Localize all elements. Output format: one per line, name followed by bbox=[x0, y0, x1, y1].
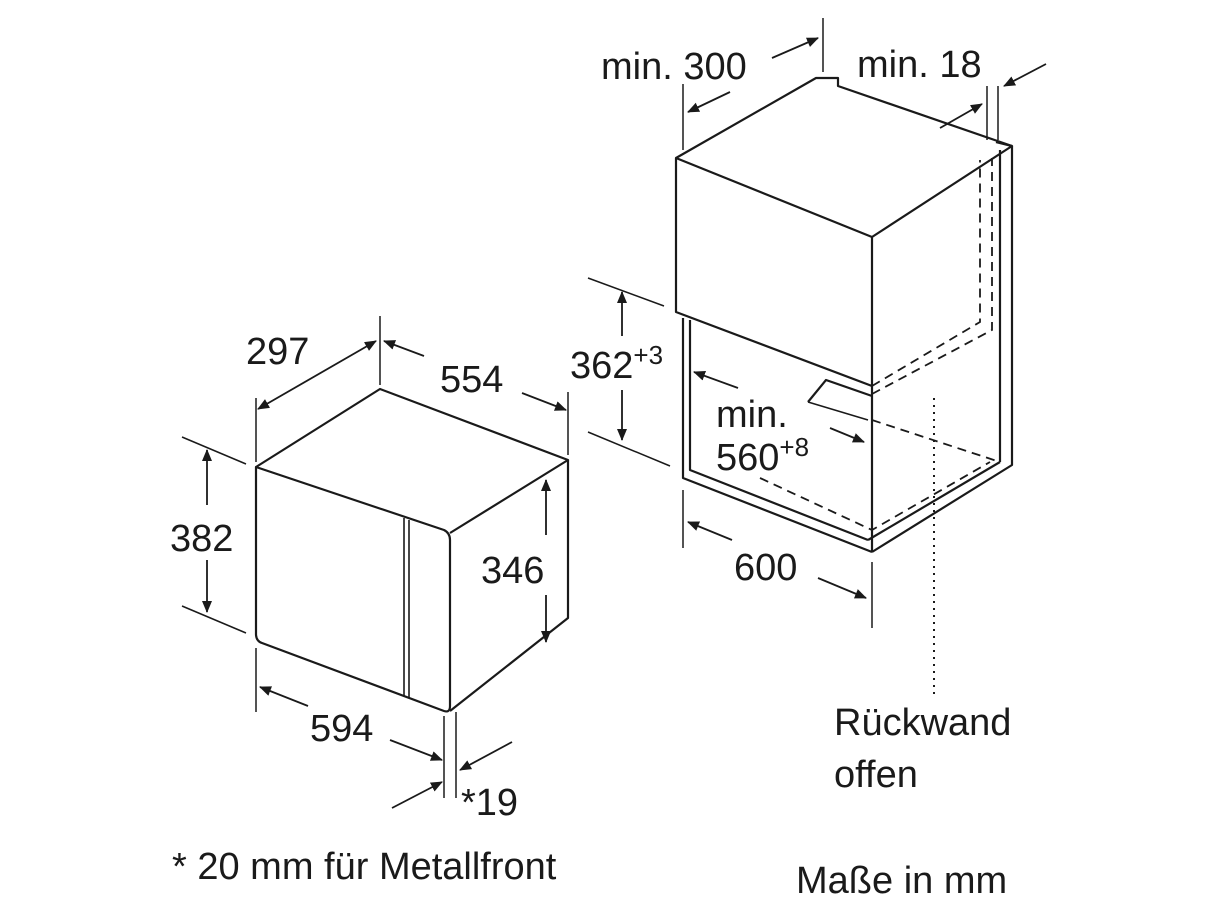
dim-554-a bbox=[383, 340, 425, 357]
footnote-metal-front: * 20 mm für Metallfront bbox=[172, 846, 557, 888]
dim-min300-b bbox=[687, 91, 731, 113]
label-side-clearance: min. 18 bbox=[857, 44, 982, 86]
appliance-top bbox=[255, 387, 570, 534]
dim-min300-a bbox=[771, 37, 819, 59]
label-width-554: 554 bbox=[440, 359, 503, 401]
appliance-side bbox=[449, 460, 570, 712]
label-depth-297: 297 bbox=[246, 331, 309, 373]
dim-600-b bbox=[817, 577, 867, 599]
cabinet-extension-lines bbox=[587, 18, 999, 628]
dim-594-b bbox=[389, 739, 443, 761]
upper-cabinet-top bbox=[675, 76, 1014, 238]
niche-left-inner bbox=[688, 320, 869, 542]
label-height-382: 382 bbox=[170, 518, 233, 560]
label-rear-wall-line1: Rückwand bbox=[834, 702, 1011, 744]
dim-600-a bbox=[687, 521, 733, 541]
label-opening-width: 560+8 bbox=[716, 432, 809, 479]
dim-560-b bbox=[829, 427, 865, 443]
cabinet-back-strip bbox=[995, 140, 1013, 148]
appliance-front bbox=[254, 465, 452, 713]
niche-cutout-edge bbox=[807, 401, 869, 421]
hidden-floor bbox=[871, 419, 1001, 463]
cabinet-dimension-lines bbox=[617, 37, 1047, 599]
label-cabinet-width: 600 bbox=[734, 547, 797, 589]
dim-19-b bbox=[459, 741, 513, 771]
cabinet-labels: min. 300 min. 18 362+3 min. 560+8 600 Rü… bbox=[570, 44, 1011, 796]
label-offset-19: *19 bbox=[461, 782, 518, 824]
dim-554-b bbox=[521, 392, 567, 411]
dim-560-a bbox=[693, 371, 739, 389]
footnotes: * 20 mm für Metallfront Maße in mm bbox=[172, 846, 1007, 902]
dim-594-a bbox=[259, 686, 309, 707]
hidden-back-top bbox=[871, 160, 981, 387]
dim-297 bbox=[257, 340, 377, 410]
label-opening-width-prefix: min. bbox=[716, 394, 788, 436]
dim-min18-b bbox=[1003, 63, 1047, 87]
cabinet-drawing bbox=[674, 76, 1014, 696]
appliance-labels: 297 554 382 346 594 *19 bbox=[170, 331, 544, 824]
cabinet-side-panel bbox=[871, 146, 1014, 553]
appliance-dimension-lines bbox=[202, 340, 567, 809]
label-height-346: 346 bbox=[481, 550, 544, 592]
label-opening-height: 362+3 bbox=[570, 340, 663, 387]
label-width-594: 594 bbox=[310, 708, 373, 750]
label-rear-clearance: min. 300 bbox=[601, 46, 747, 88]
appliance-extension-lines bbox=[181, 316, 569, 798]
label-rear-wall-line2: offen bbox=[834, 754, 918, 796]
hidden-back-mid bbox=[871, 158, 993, 395]
niche-cutout bbox=[807, 378, 873, 403]
niche-left-wall bbox=[681, 318, 873, 554]
dim-min18-a bbox=[939, 103, 983, 129]
hidden-floor-2 bbox=[759, 461, 991, 532]
upper-cabinet-front bbox=[674, 156, 874, 388]
niche-shelf bbox=[867, 461, 1001, 541]
dim-19-a bbox=[391, 781, 443, 809]
footnote-units: Maße in mm bbox=[796, 860, 1007, 902]
appliance-drawing bbox=[254, 387, 570, 713]
